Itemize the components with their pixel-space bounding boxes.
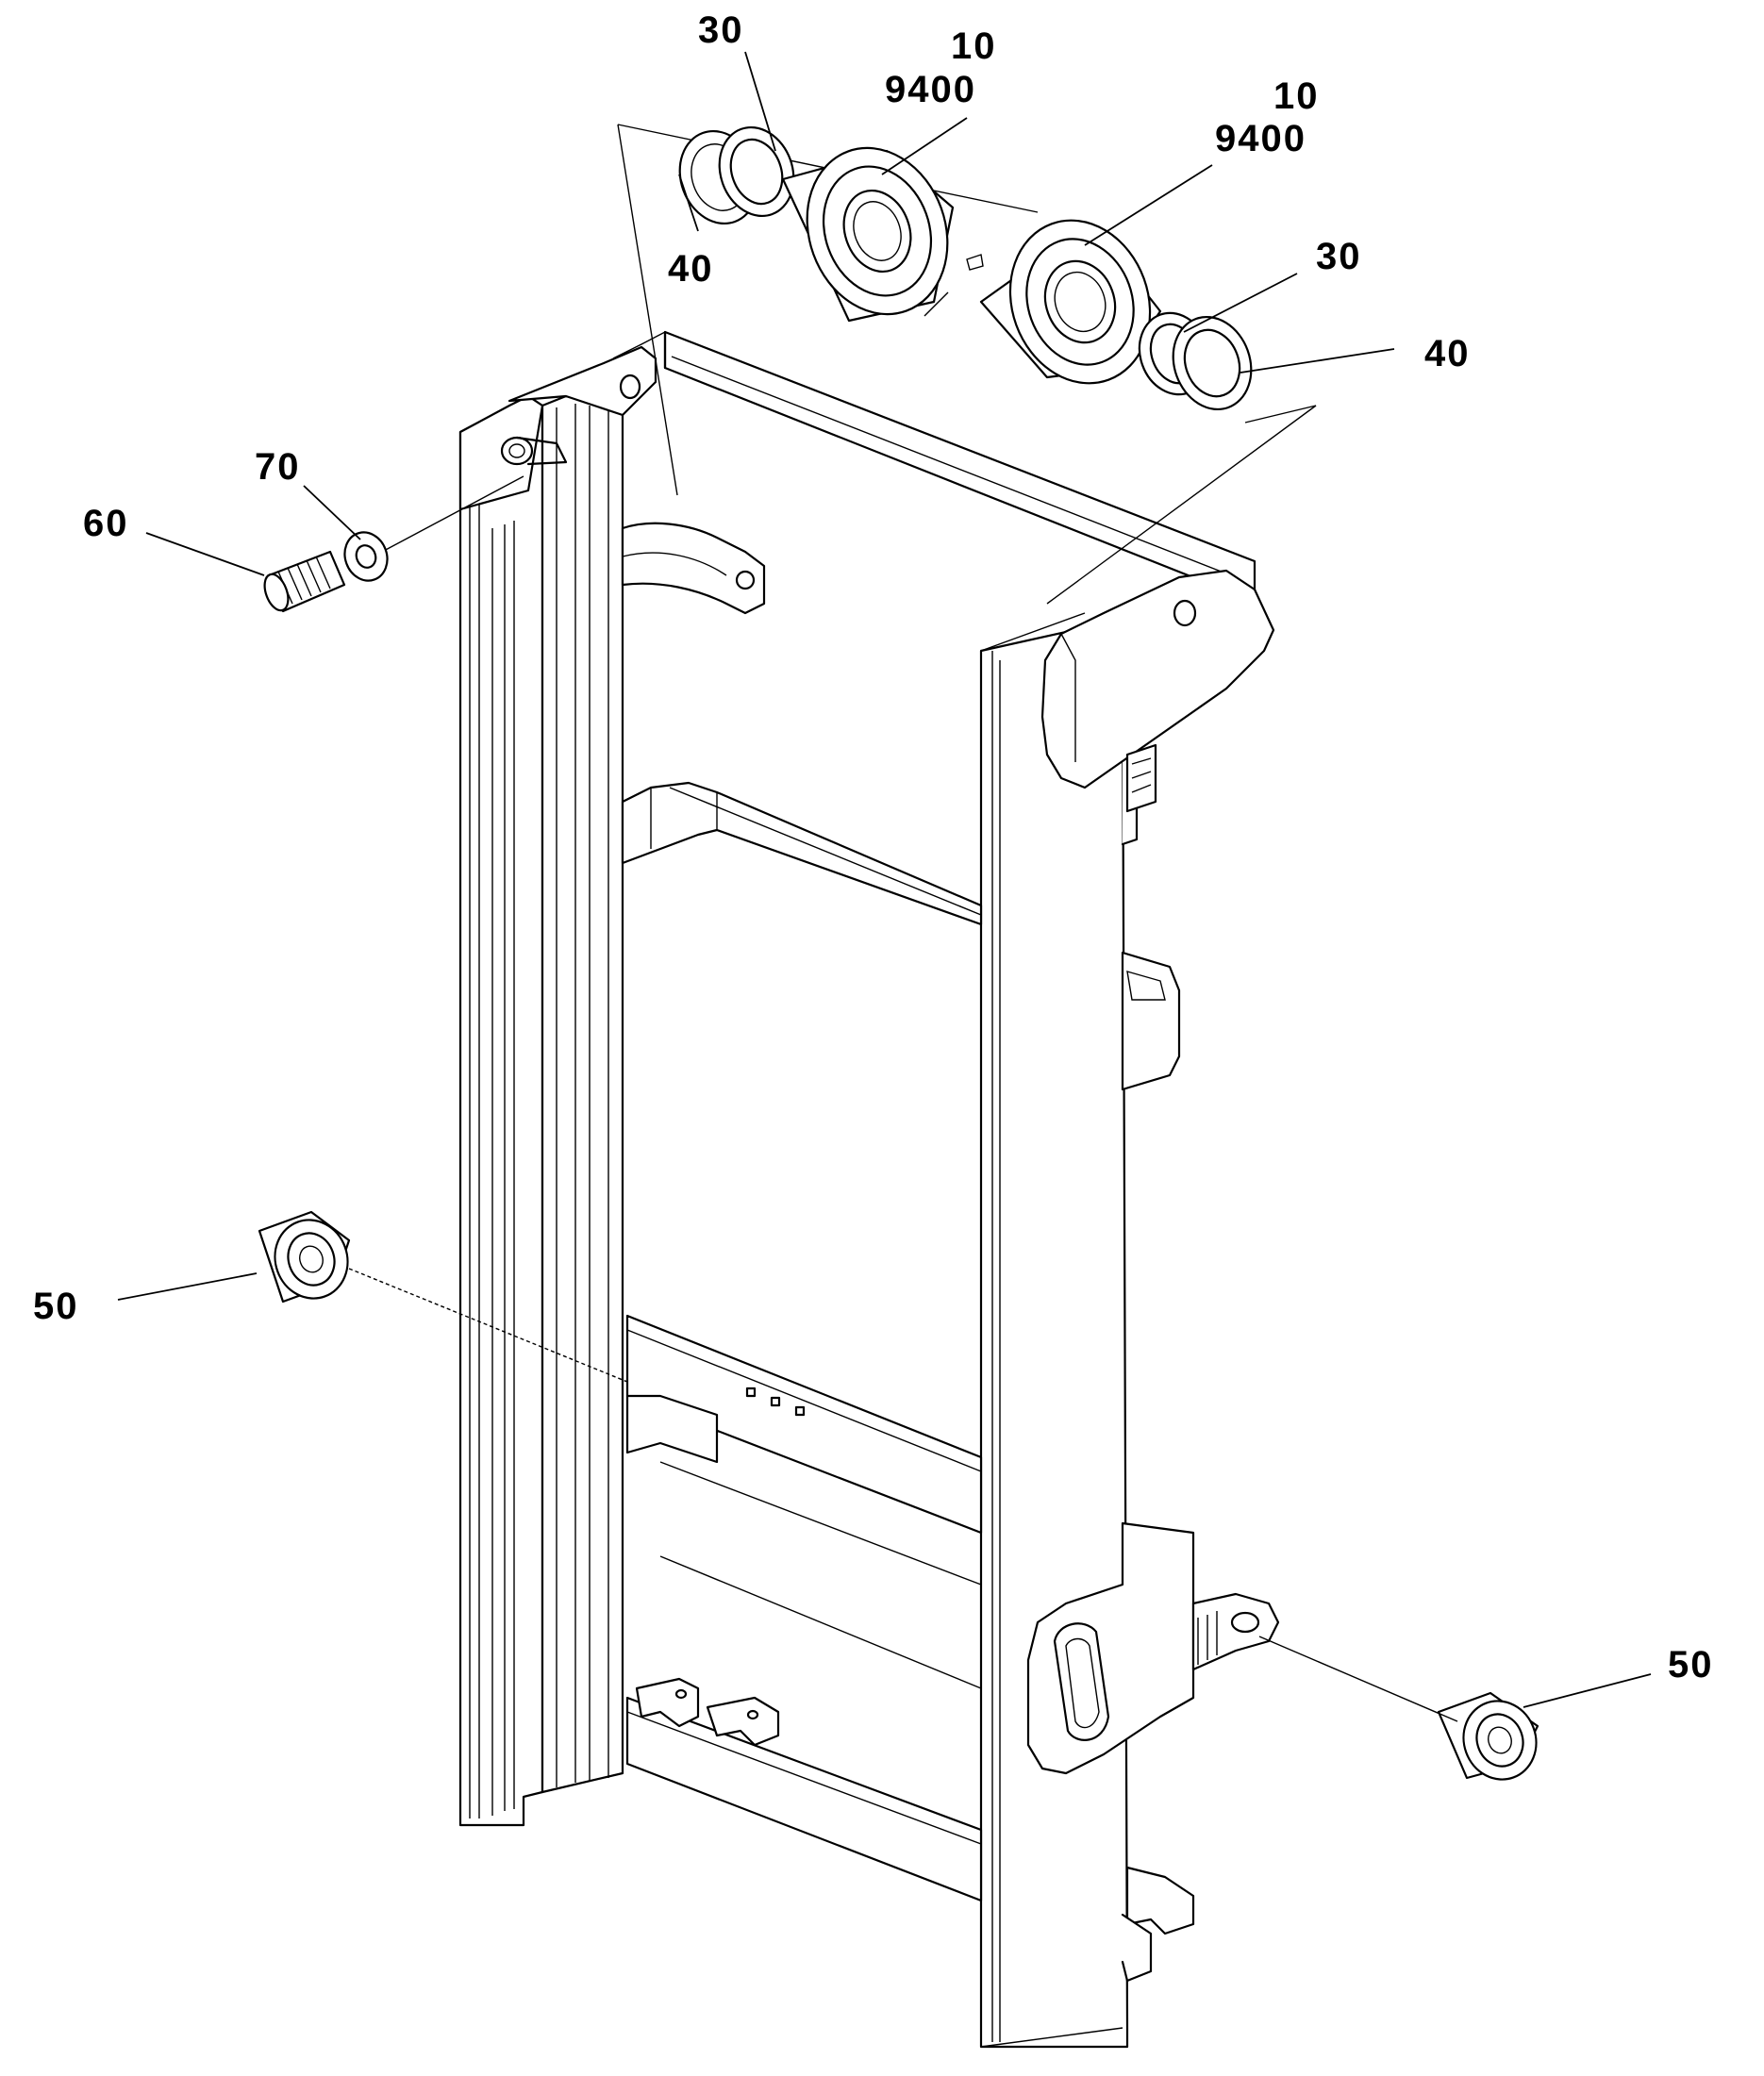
callout-labels: 30 10 9400 10 9400 40 30 40 70 60 50 50 (33, 9, 1714, 1686)
callout-50-right: 50 (1668, 1644, 1714, 1686)
seal-ring-right (1172, 315, 1253, 411)
leader-lines (117, 51, 1652, 1708)
callout-30-top: 30 (698, 9, 744, 51)
bearing-assembly-top (617, 124, 1317, 605)
spring-60 (263, 550, 346, 613)
callout-60: 60 (83, 503, 129, 544)
callout-40-left: 40 (668, 248, 714, 290)
callout-9400-left: 9400 (885, 69, 976, 110)
callout-70: 70 (255, 446, 301, 488)
roller-50-right (1258, 1636, 1539, 1781)
bearing-9400-right (979, 219, 1162, 385)
pin-assembly (263, 475, 524, 613)
callout-30-right: 30 (1316, 236, 1362, 277)
callout-9400-right: 9400 (1215, 118, 1306, 159)
callout-10-left: 10 (951, 25, 997, 67)
bearing-9400-left (781, 146, 955, 323)
callout-40-right: 40 (1424, 333, 1471, 374)
callout-50-left: 50 (33, 1286, 79, 1327)
callout-10-right: 10 (1273, 75, 1320, 117)
nut-70 (343, 531, 389, 582)
mast-frame (458, 330, 1280, 2049)
roller-50-left (258, 1210, 628, 1383)
